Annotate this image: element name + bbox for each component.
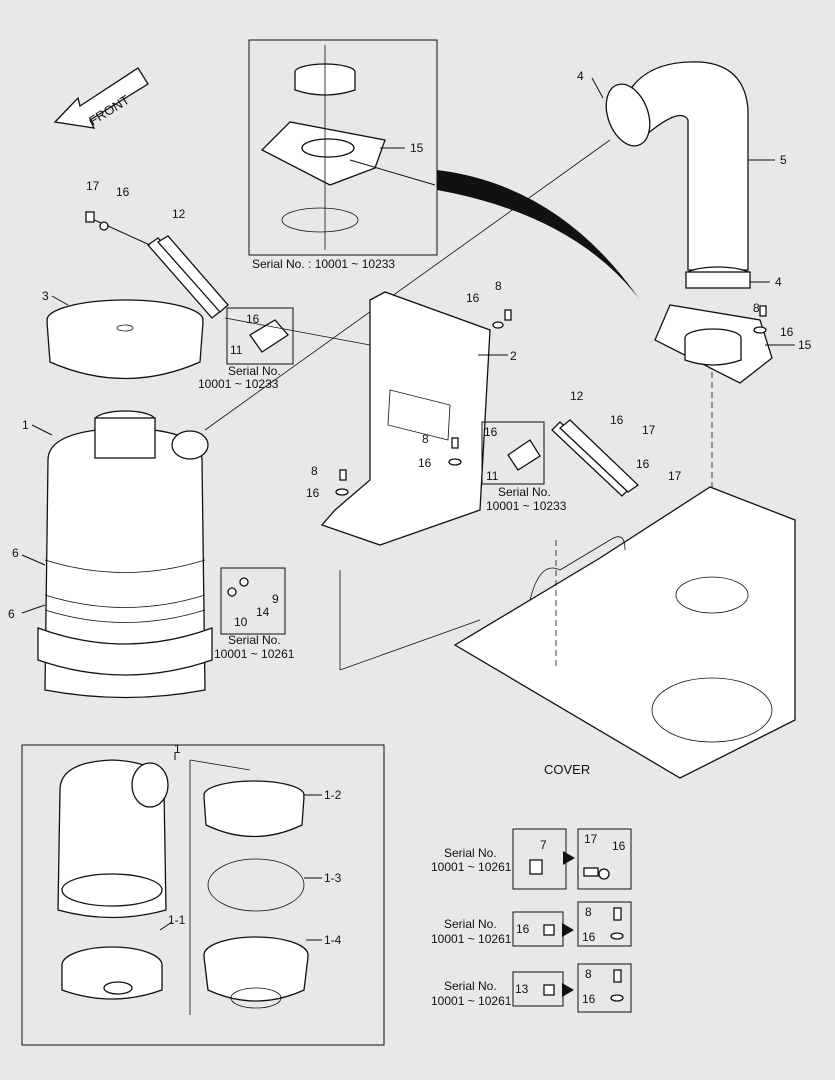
callout-16-row3: 16 xyxy=(582,992,596,1006)
callout-16-row1: 16 xyxy=(612,839,626,853)
callout-6: 6 xyxy=(12,546,19,560)
callout-14: 14 xyxy=(256,605,270,619)
callout-17-row1: 17 xyxy=(584,832,598,846)
callout-8-right: 8 xyxy=(753,301,760,315)
air-cleaner-body: 1 6 6 9 14 10 Serial No. 10001 ~ 10261 xyxy=(8,410,295,699)
inset-pointer-swoosh xyxy=(437,170,640,300)
mounting-bracket: 2 8 16 8 16 8 16 xyxy=(306,279,517,546)
callout-1-4: 1-4 xyxy=(324,933,342,947)
callout-16-top: 16 xyxy=(466,291,480,305)
callout-15: 15 xyxy=(410,141,424,155)
callout-13: 13 xyxy=(515,982,529,996)
callout-1-inset: 1 xyxy=(174,742,181,756)
callout-4: 4 xyxy=(577,69,584,83)
callout-17-left: 17 xyxy=(86,179,100,193)
callout-1-3: 1-3 xyxy=(324,871,342,885)
callout-12-left: 12 xyxy=(172,207,186,221)
serial-change-row-3: Serial No. 10001 ~ 10261 13 8 16 xyxy=(431,963,632,1013)
serial-change-row-2: Serial No. 10001 ~ 10261 16 8 16 xyxy=(431,901,632,947)
serial-range-mid: 10001 ~ 10261 xyxy=(214,647,295,661)
callout-8-mid: 8 xyxy=(422,432,429,446)
arrow-right-icon xyxy=(562,923,574,937)
callout-8-row3: 8 xyxy=(585,967,592,981)
callout-16-right: 16 xyxy=(780,325,794,339)
callout-11-right: 11 xyxy=(486,469,499,483)
callout-7: 7 xyxy=(540,838,547,852)
callout-1: 1 xyxy=(22,418,29,432)
callout-16-inset-right: 16 xyxy=(484,425,498,439)
callout-15-right: 15 xyxy=(798,338,812,352)
serial-label-right: Serial No. xyxy=(498,485,551,499)
serial-change-row-1: Serial No. 10001 ~ 10261 7 17 16 xyxy=(431,828,632,890)
air-cleaner-cap: 3 xyxy=(42,289,204,380)
callout-5: 5 xyxy=(780,153,787,167)
callout-8-left: 8 xyxy=(311,464,318,478)
support-strap-right: 12 16 17 16 17 16 11 Serial No. 10001 ~ … xyxy=(481,389,682,513)
support-strap-left: 12 17 16 16 11 Serial No. 10001 ~ 10233 xyxy=(85,179,371,391)
callout-1-1: 1-1 xyxy=(168,913,186,927)
inset-serial-label: Serial No. : 10001 ~ 10233 xyxy=(252,257,395,271)
serial-label-left: Serial No. xyxy=(228,364,281,378)
serial-label-row3: Serial No. xyxy=(444,979,497,993)
front-arrow-icon: FRONT xyxy=(53,67,149,129)
callout-11-left: 11 xyxy=(230,343,243,357)
callout-16-mid: 16 xyxy=(418,456,432,470)
callout-4-lower: 4 xyxy=(775,275,782,289)
callout-17-right-b: 17 xyxy=(668,469,682,483)
inset-flange-clamp: 15 Serial No. : 10001 ~ 10233 xyxy=(248,39,438,271)
callout-17-right-a: 17 xyxy=(642,423,656,437)
callout-16-strap: 16 xyxy=(116,185,130,199)
serial-label-row2: Serial No. xyxy=(444,917,497,931)
elbow-pipe: 5 4 4 xyxy=(204,61,787,431)
arrow-right-icon xyxy=(563,851,575,865)
callout-8-top: 8 xyxy=(495,279,502,293)
inset-air-cleaner-exploded: 1 1-1 1-2 1-3 1-4 xyxy=(21,742,385,1046)
callout-9: 9 xyxy=(272,592,279,606)
callout-2: 2 xyxy=(510,349,517,363)
serial-range-right: 10001 ~ 10233 xyxy=(486,499,567,513)
serial-label-row1: Serial No. xyxy=(444,846,497,860)
callout-1-2: 1-2 xyxy=(324,788,342,802)
callout-16-row2: 16 xyxy=(582,930,596,944)
callout-16-right-b: 16 xyxy=(636,457,650,471)
serial-range-row2: 10001 ~ 10261 xyxy=(431,932,512,946)
callout-8-row2: 8 xyxy=(585,905,592,919)
callout-10: 10 xyxy=(234,615,248,629)
serial-label-mid: Serial No. xyxy=(228,633,281,647)
callout-16-row2-old: 16 xyxy=(516,922,530,936)
serial-range-left: 10001 ~ 10233 xyxy=(198,377,279,391)
cover-plate: COVER xyxy=(339,486,796,779)
serial-range-row3: 10001 ~ 10261 xyxy=(431,994,512,1008)
callout-3: 3 xyxy=(42,289,49,303)
callout-12-right: 12 xyxy=(570,389,584,403)
callout-16-right-a: 16 xyxy=(610,413,624,427)
serial-range-row1: 10001 ~ 10261 xyxy=(431,860,512,874)
arrow-right-icon xyxy=(562,983,574,997)
cover-label: COVER xyxy=(544,762,590,777)
callout-6-lower: 6 xyxy=(8,607,15,621)
callout-16-left: 16 xyxy=(306,486,320,500)
